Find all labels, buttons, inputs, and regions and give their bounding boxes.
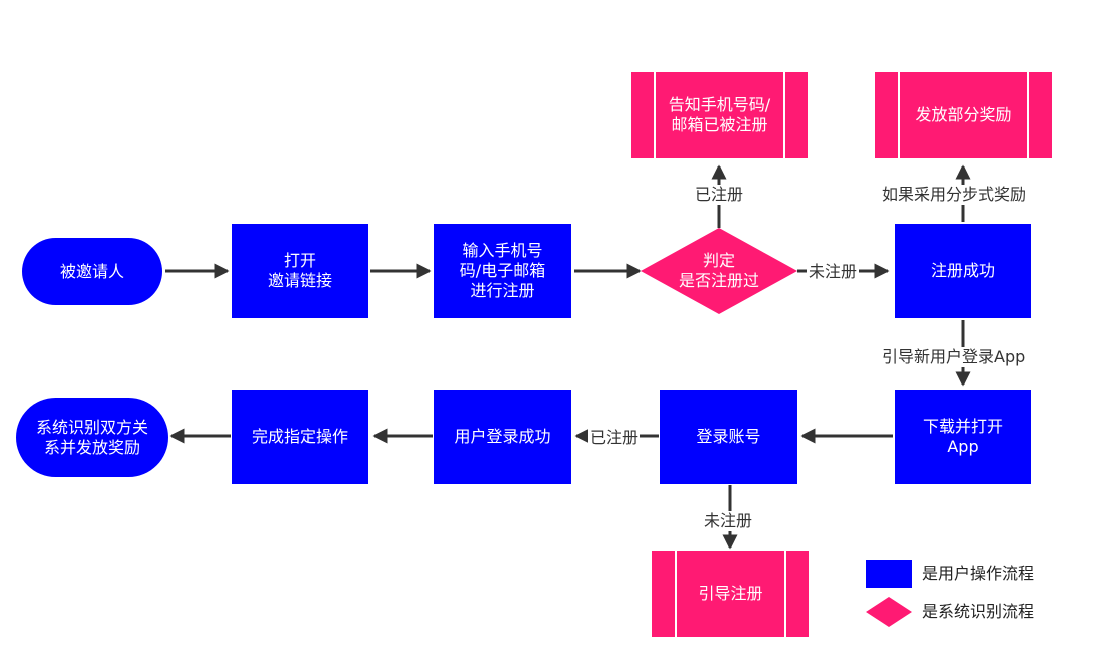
notify-registered-label: 告知手机号码/ 邮箱已被注册 (668, 95, 771, 134)
input-phone-node: 输入手机号 码/电子邮箱 进行注册 (434, 224, 571, 318)
open-link-node: 打开 邀请链接 (232, 224, 368, 318)
user-login-success-node: 用户登录成功 (434, 390, 571, 484)
register-success-node: 注册成功 (895, 224, 1031, 318)
register-success-label: 注册成功 (930, 261, 995, 280)
legend-system-flow-label: 是系统识别流程 (922, 602, 1035, 621)
legend-blue-swatch (866, 560, 912, 588)
guide-register-label: 引导注册 (698, 584, 763, 603)
edge-label-step-reward: 如果采用分步式奖励 (880, 185, 1029, 205)
invitee-label: 被邀请人 (59, 261, 124, 281)
judge-registered-label: 判定 是否注册过 (678, 251, 759, 290)
system-reward-label: 系统识别双方关 系并发放奖励 (35, 417, 148, 457)
edge-label-guide-new-user: 引导新用户登录App (880, 347, 1028, 367)
guide-register-node: 引导注册 (652, 551, 809, 637)
notify-registered-node: 告知手机号码/ 邮箱已被注册 (631, 72, 808, 158)
system-reward-node: 系统识别双方关 系并发放奖励 (16, 398, 168, 477)
edge-label-not-registered-down: 未注册 (702, 511, 755, 531)
partial-reward-label: 发放部分奖励 (915, 105, 1012, 124)
edge-label-registered-up: 已注册 (693, 185, 746, 205)
complete-action-label: 完成指定操作 (251, 427, 348, 446)
download-app-node: 下载并打开 App (895, 390, 1031, 484)
open-link-label: 打开 邀请链接 (267, 251, 332, 290)
judge-registered-node: 判定 是否注册过 (641, 250, 797, 292)
edge-label-not-registered-right: 未注册 (807, 262, 860, 282)
legend-pink-diamond (866, 597, 912, 627)
edge-label-registered-left: 已注册 (588, 428, 641, 448)
invitee-node: 被邀请人 (22, 238, 162, 305)
user-login-success-label: 用户登录成功 (454, 427, 551, 446)
download-app-label: 下载并打开 App (922, 417, 1003, 456)
input-phone-label: 输入手机号 码/电子邮箱 进行注册 (459, 241, 546, 300)
partial-reward-node: 发放部分奖励 (875, 72, 1052, 158)
login-account-node: 登录账号 (660, 390, 797, 484)
complete-action-node: 完成指定操作 (232, 390, 368, 484)
judge-registered-diamond (641, 228, 797, 314)
legend-user-flow-label: 是用户操作流程 (922, 564, 1035, 583)
login-account-label: 登录账号 (696, 427, 761, 446)
